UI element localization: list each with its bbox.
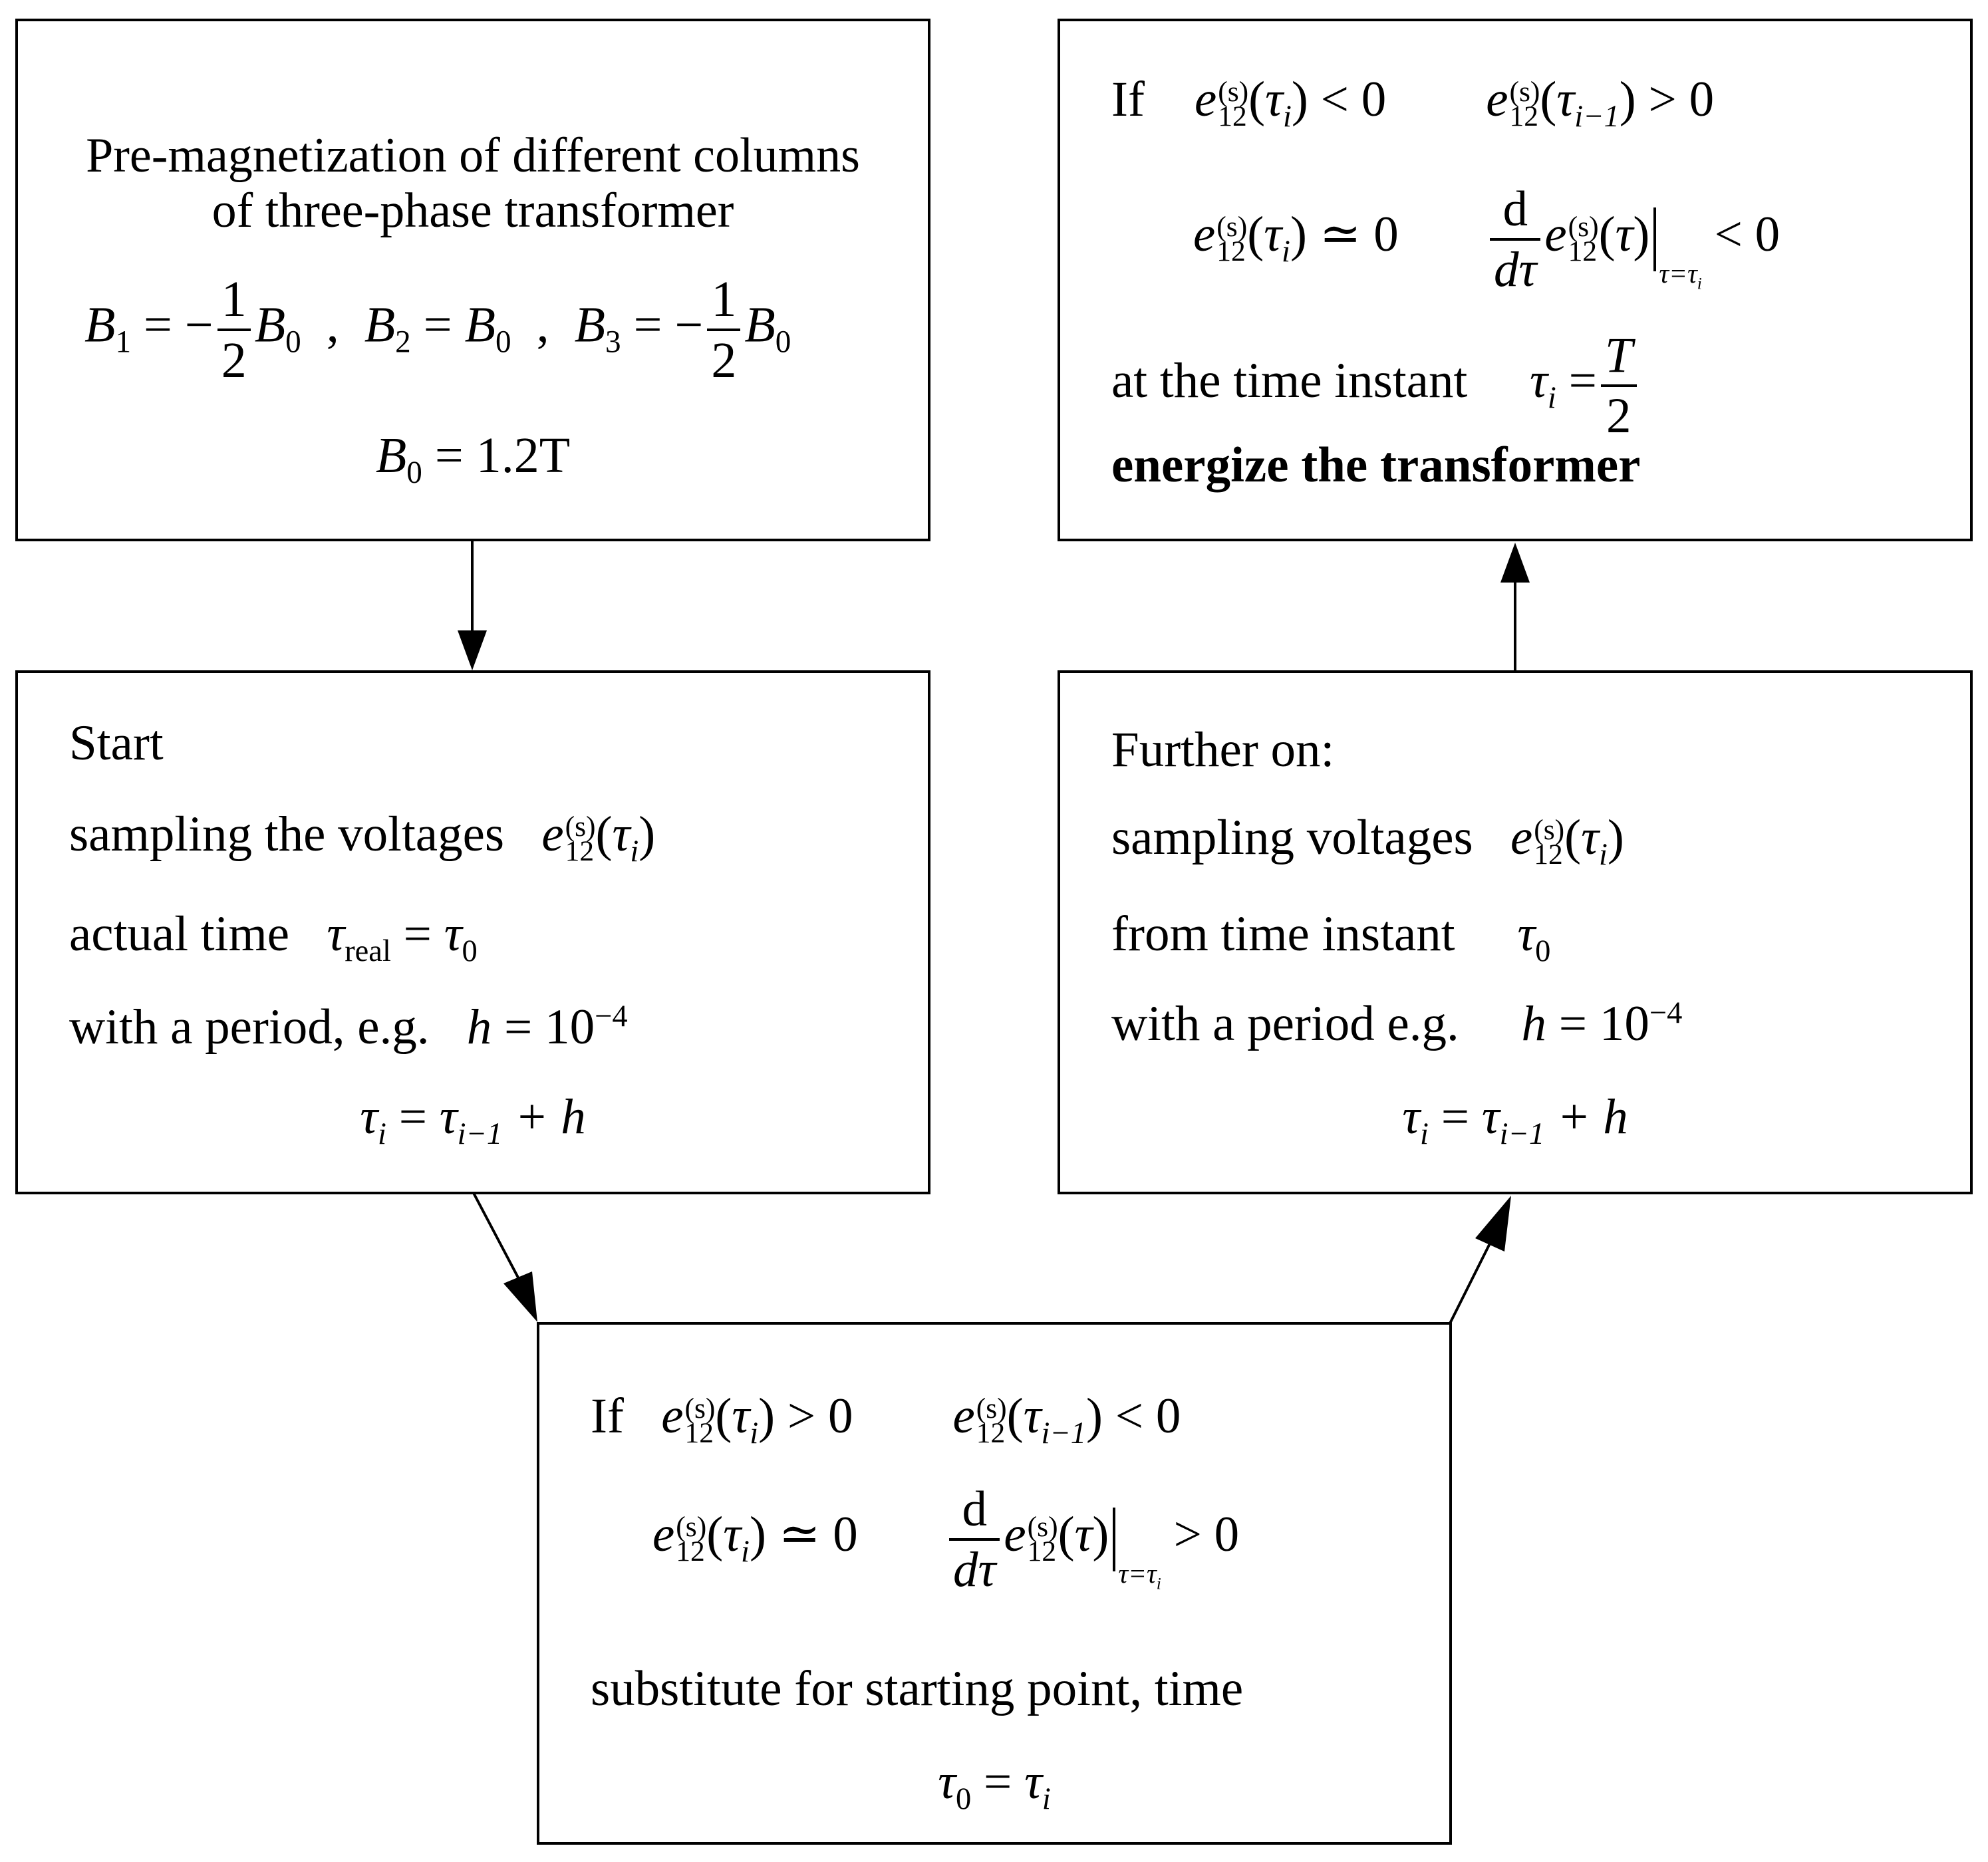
actual-time-line: actual time τreal = τ0 — [69, 906, 478, 968]
zero-crossing-condition-box: If e(s)12(τi) > 0 e(s)12(τi−1) < 0 e(s)1… — [537, 1322, 1452, 1845]
substitute-line: substitute for starting point, time — [591, 1661, 1244, 1716]
further-sampling-line: sampling voltages e(s)12(τi) — [1111, 810, 1624, 872]
tau0-assign-line: τ0 = τi — [938, 1754, 1051, 1816]
period-line: with a period, e.g. h = 10−4 — [69, 999, 628, 1055]
further-sampling-box: Further on: sampling voltages e(s)12(τi)… — [1058, 670, 1973, 1194]
sampling-voltages-line: sampling the voltages e(s)12(τi) — [69, 807, 656, 868]
energize-condition-line1: If e(s)12(τi) < 0 e(s)12(τi−1) > 0 — [1111, 72, 1715, 134]
further-period-line: with a period e.g. h = 10−4 — [1111, 996, 1683, 1051]
premag-title-line2: of three-phase transformer — [212, 184, 734, 238]
start-label: Start — [69, 716, 164, 771]
premag-title-line1: Pre-magnetization of different columns — [86, 128, 860, 183]
arrow-further-to-energize — [1500, 543, 1530, 670]
arrow-premag-to-start — [458, 540, 487, 670]
condition-line1: If e(s)12(τi) > 0 e(s)12(τi−1) < 0 — [591, 1389, 1181, 1450]
from-time-instant-line: from time instant τ0 — [1111, 906, 1551, 968]
tau-recurrence-line: τi = τi−1 + h — [360, 1089, 586, 1151]
further-on-label: Further on: — [1111, 722, 1335, 777]
premag-b0-value: B0 = 1.2T — [375, 428, 571, 491]
energize-condition-box: If e(s)12(τi) < 0 e(s)12(τi−1) > 0 e(s)1… — [1058, 19, 1973, 541]
start-sampling-box: Start sampling the voltages e(s)12(τi) a… — [15, 670, 930, 1194]
premagnetization-box: Pre-magnetization of different columns o… — [15, 19, 930, 541]
arrow-start-to-condition — [472, 1192, 537, 1322]
further-tau-recurrence: τi = τi−1 + h — [1402, 1089, 1628, 1151]
arrow-condition-to-further — [1449, 1196, 1511, 1324]
energize-action: energize the transformer — [1111, 438, 1641, 493]
